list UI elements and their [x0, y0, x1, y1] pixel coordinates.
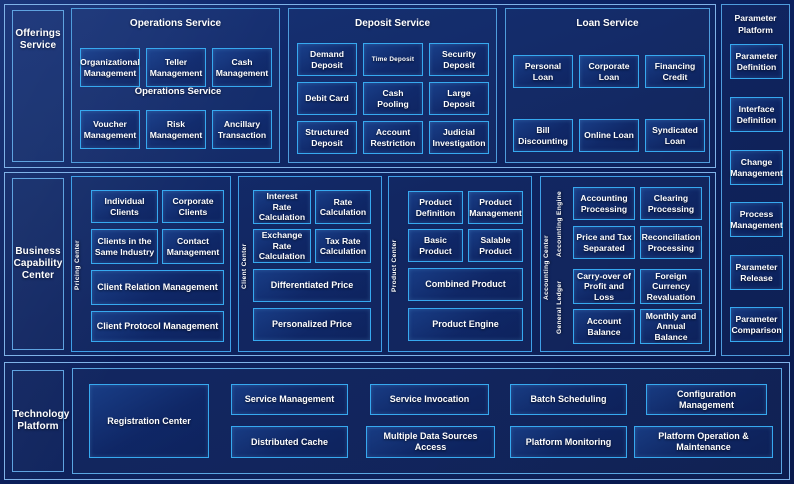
center-accounting-vlabel: Accounting Center [543, 235, 550, 301]
cell-demand-deposit[interactable]: Demand Deposit [297, 43, 357, 76]
cell-time-deposit[interactable]: Time Deposit [363, 43, 423, 76]
cell-service-invocation[interactable]: Service Invocation [370, 384, 489, 415]
cell-interface-definition[interactable]: Interface Definition [730, 97, 783, 132]
cell-accounting-processing[interactable]: Accounting Processing [573, 187, 635, 220]
parameter-platform-title: Parameter Platform [734, 13, 777, 35]
cell-online-loan[interactable]: Online Loan [579, 119, 639, 152]
cell-contact-management[interactable]: Contact Management [162, 229, 224, 264]
column-parameter-platform: Parameter Platform Parameter Definition … [721, 4, 790, 356]
offerings-service-label: Offerings Service [15, 28, 61, 51]
cell-cash-management[interactable]: Cash Management [212, 48, 272, 87]
cell-salable-product[interactable]: Salable Product [468, 229, 523, 262]
cell-individual-clients[interactable]: Individual Clients [91, 190, 158, 223]
cell-large-deposit[interactable]: Large Deposit [429, 82, 489, 115]
cell-price-and-tax-separated[interactable]: Price and Tax Separated [573, 226, 635, 259]
group-operations-service: Operations Service Organizational Manage… [71, 8, 280, 163]
cell-cash-pooling[interactable]: Cash Pooling [363, 82, 423, 115]
cell-configuration-management[interactable]: Configuration Management [646, 384, 767, 415]
cell-foreign-currency-revaluation[interactable]: Foreign Currency Revaluation [640, 269, 702, 304]
cell-registration-center[interactable]: Registration Center [89, 384, 209, 458]
row-business-capability-center [4, 172, 716, 356]
cell-syndicated-loan[interactable]: Syndicated Loan [645, 119, 705, 152]
cell-voucher-management[interactable]: Voucher Management [80, 110, 140, 149]
stage-label-offerings-service: Offerings Service [12, 10, 64, 162]
cell-batch-scheduling[interactable]: Batch Scheduling [510, 384, 627, 415]
cell-product-definition[interactable]: Product Definition [408, 191, 463, 224]
cell-risk-management[interactable]: Risk Management [146, 110, 206, 149]
cell-process-management[interactable]: Process Management [730, 202, 783, 237]
cell-structured-deposit[interactable]: Structured Deposit [297, 121, 357, 154]
center-pricing: Pricing Center Individual Clients Corpor… [71, 176, 231, 352]
cell-interest-rate-calculation[interactable]: Interest Rate Calculation [253, 190, 311, 224]
cell-product-engine[interactable]: Product Engine [408, 308, 523, 341]
cell-reconciliation-processing[interactable]: Reconciliation Processing [640, 226, 702, 259]
center-client-vlabel: Client Center [241, 243, 248, 289]
group-deposit-service: Deposit Service Demand Deposit Time Depo… [288, 8, 497, 163]
stage-label-technology-platform: Technology Platform [12, 370, 70, 472]
cell-financing-credit[interactable]: Financing Credit [645, 55, 705, 88]
cell-personal-loan[interactable]: Personal Loan [513, 55, 573, 88]
cell-parameter-release[interactable]: Parameter Release [730, 255, 783, 290]
center-product: Product Center Product Definition Produc… [388, 176, 532, 352]
cell-clearing-processing[interactable]: Clearing Processing [640, 187, 702, 220]
stage-label-business-capability-center: Business Capability Center [12, 178, 64, 350]
cell-security-deposit[interactable]: Security Deposit [429, 43, 489, 76]
center-accounting: Accounting Center Accounting Engine Acco… [540, 176, 710, 352]
center-client: Client Center Interest Rate Calculation … [238, 176, 382, 352]
technology-platform-band: Registration Center Service Management D… [72, 368, 782, 474]
cell-clients-in-the-same-industry[interactable]: Clients in the Same Industry [91, 229, 158, 264]
group-title-loan-service: Loan Service [576, 18, 639, 29]
cell-client-relation-management[interactable]: Client Relation Management [91, 270, 224, 305]
business-capability-center-label: Business Capability Center [13, 246, 63, 281]
cell-basic-product[interactable]: Basic Product [408, 229, 463, 262]
cell-corporate-loan[interactable]: Corporate Loan [579, 55, 639, 88]
center-product-vlabel: Product Center [391, 239, 398, 293]
subgroup-general-ledger: General Ledger Carry-over of Profit and … [555, 267, 707, 347]
cell-product-management[interactable]: Product Management [468, 191, 523, 224]
cell-debit-card[interactable]: Debit Card [297, 82, 357, 115]
group-title-operations-service: Operations Service [129, 18, 222, 29]
group-title-deposit-service: Deposit Service [354, 18, 431, 29]
cell-organizational-management[interactable]: Organizational Management [80, 48, 140, 87]
row-technology-platform [4, 362, 790, 480]
cell-account-restriction[interactable]: Account Restriction [363, 121, 423, 154]
group-loan-service: Loan Service Personal Loan Corporate Loa… [505, 8, 710, 163]
technology-platform-label: Technology Platform [13, 409, 70, 432]
cell-parameter-definition[interactable]: Parameter Definition [730, 44, 783, 79]
cell-multiple-data-sources-access[interactable]: Multiple Data Sources Access [366, 426, 495, 458]
cell-distributed-cache[interactable]: Distributed Cache [231, 426, 348, 458]
cell-personalized-price[interactable]: Personalized Price [253, 308, 371, 341]
cell-combined-product[interactable]: Combined Product [408, 268, 523, 301]
cell-corporate-clients[interactable]: Corporate Clients [162, 190, 224, 223]
subgroup-general-ledger-vlabel: General Ledger [556, 280, 563, 334]
cell-ancillary-transaction[interactable]: Ancillary Transaction [212, 110, 272, 149]
cell-bill-discounting[interactable]: Bill Discounting [513, 119, 573, 152]
subgroup-accounting-engine: Accounting Engine Accounting Processing … [555, 183, 707, 265]
stray-operations-service-label: Operations Service [134, 86, 222, 97]
cell-judicial-investigation[interactable]: Judicial Investigation [429, 121, 489, 154]
cell-exchange-rate-calculation[interactable]: Exchange Rate Calculation [253, 229, 311, 263]
cell-tax-rate-calculation[interactable]: Tax Rate Calculation [315, 229, 371, 263]
cell-differentiated-price[interactable]: Differentiated Price [253, 269, 371, 302]
center-pricing-vlabel: Pricing Center [74, 240, 81, 290]
cell-teller-management[interactable]: Teller Management [146, 48, 206, 87]
cell-platform-monitoring[interactable]: Platform Monitoring [510, 426, 627, 458]
cell-account-balance[interactable]: Account Balance [573, 309, 635, 344]
subgroup-accounting-engine-vlabel: Accounting Engine [556, 190, 563, 258]
cell-rate-calculation[interactable]: Rate Calculation [315, 190, 371, 224]
row-offerings-service [4, 4, 716, 168]
cell-platform-operation-maintenance[interactable]: Platform Operation & Maintenance [634, 426, 773, 458]
cell-parameter-comparison[interactable]: Parameter Comparison [730, 307, 783, 342]
cell-change-management[interactable]: Change Management [730, 150, 783, 185]
cell-carry-over-of-profit-and-loss[interactable]: Carry-over of Profit and Loss [573, 269, 635, 304]
cell-monthly-and-annual-balance[interactable]: Monthly and Annual Balance [640, 309, 702, 344]
cell-client-protocol-management[interactable]: Client Protocol Management [91, 311, 224, 342]
cell-service-management[interactable]: Service Management [231, 384, 348, 415]
